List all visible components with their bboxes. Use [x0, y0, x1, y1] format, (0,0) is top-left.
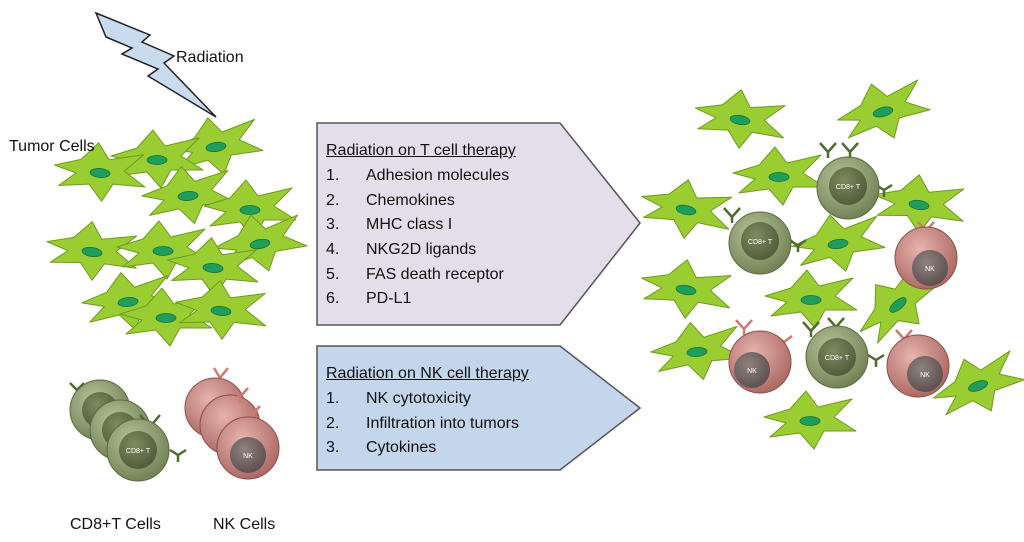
nk-cell-label: NK — [925, 266, 935, 273]
t-cell-therapy-panel: Radiation on T cell therapy 1.Adhesion m… — [326, 142, 516, 312]
nk-cell-therapy-panel: Radiation on NK cell therapy 1.NK cytoto… — [326, 365, 529, 461]
nk-cell-stack: NK — [184, 367, 280, 480]
radiation-label: Radiation — [176, 49, 244, 66]
t-cell-therapy-arrow — [316, 122, 641, 326]
nk-cell-effects-list: 1.NK cytotoxicity 2.Infiltration into tu… — [326, 387, 529, 461]
list-item: 2.Chemokines — [326, 191, 455, 209]
cd8-cell-stack: CD8+ T — [69, 379, 187, 482]
cd8-cell-label: CD8+ T — [126, 448, 151, 455]
list-item: 3.Cytokines — [326, 439, 437, 457]
nk-cell-label: NK — [243, 453, 253, 460]
list-item: 2.Infiltration into tumors — [326, 414, 519, 432]
nk-cell-right: NK — [886, 329, 950, 398]
list-item: 3.MHC class I — [326, 216, 453, 234]
list-item: 6.PD-L1 — [326, 290, 412, 308]
cd8-cell-label: CD8+ T — [836, 184, 861, 191]
lightning-bolt-icon — [94, 11, 217, 118]
list-item: 1.NK cytotoxicity — [326, 390, 471, 408]
list-item: 4.NKG2D ligands — [326, 241, 477, 259]
cd8-cell-right: CD8+ T — [816, 142, 893, 220]
nk-cell-label: NK — [920, 372, 930, 379]
cd8-cell-label: CD8+ T — [748, 239, 773, 246]
list-item: 1.Adhesion molecules — [326, 167, 510, 185]
cd8-cell-right: CD8+ T — [723, 207, 807, 275]
t-cell-panel-title: Radiation on T cell therapy — [326, 142, 516, 159]
tumor-immune-cluster-right: CD8+ T CD8+ T CD8+ T NK N — [634, 70, 1024, 450]
cd8-cell-label: CD8+ T — [825, 355, 850, 362]
nk-cell-panel-title: Radiation on NK cell therapy — [326, 365, 529, 382]
nk-cell-therapy-arrow — [316, 345, 642, 471]
tumor-cells-label: Tumor Cells — [9, 138, 95, 155]
cd8-cell-right: CD8+ T — [802, 317, 885, 389]
nk-cell-right: NK — [894, 221, 958, 290]
t-cell-effects-list: 1.Adhesion molecules 2.Chemokines 3.MHC … — [326, 164, 516, 312]
nk-cells-label: NK Cells — [213, 516, 276, 533]
list-item: 5.FAS death receptor — [326, 265, 504, 283]
cd8-cells-label: CD8+T Cells — [70, 516, 161, 533]
nk-cell-label: NK — [747, 368, 757, 375]
nk-cell-right: NK — [728, 319, 793, 394]
